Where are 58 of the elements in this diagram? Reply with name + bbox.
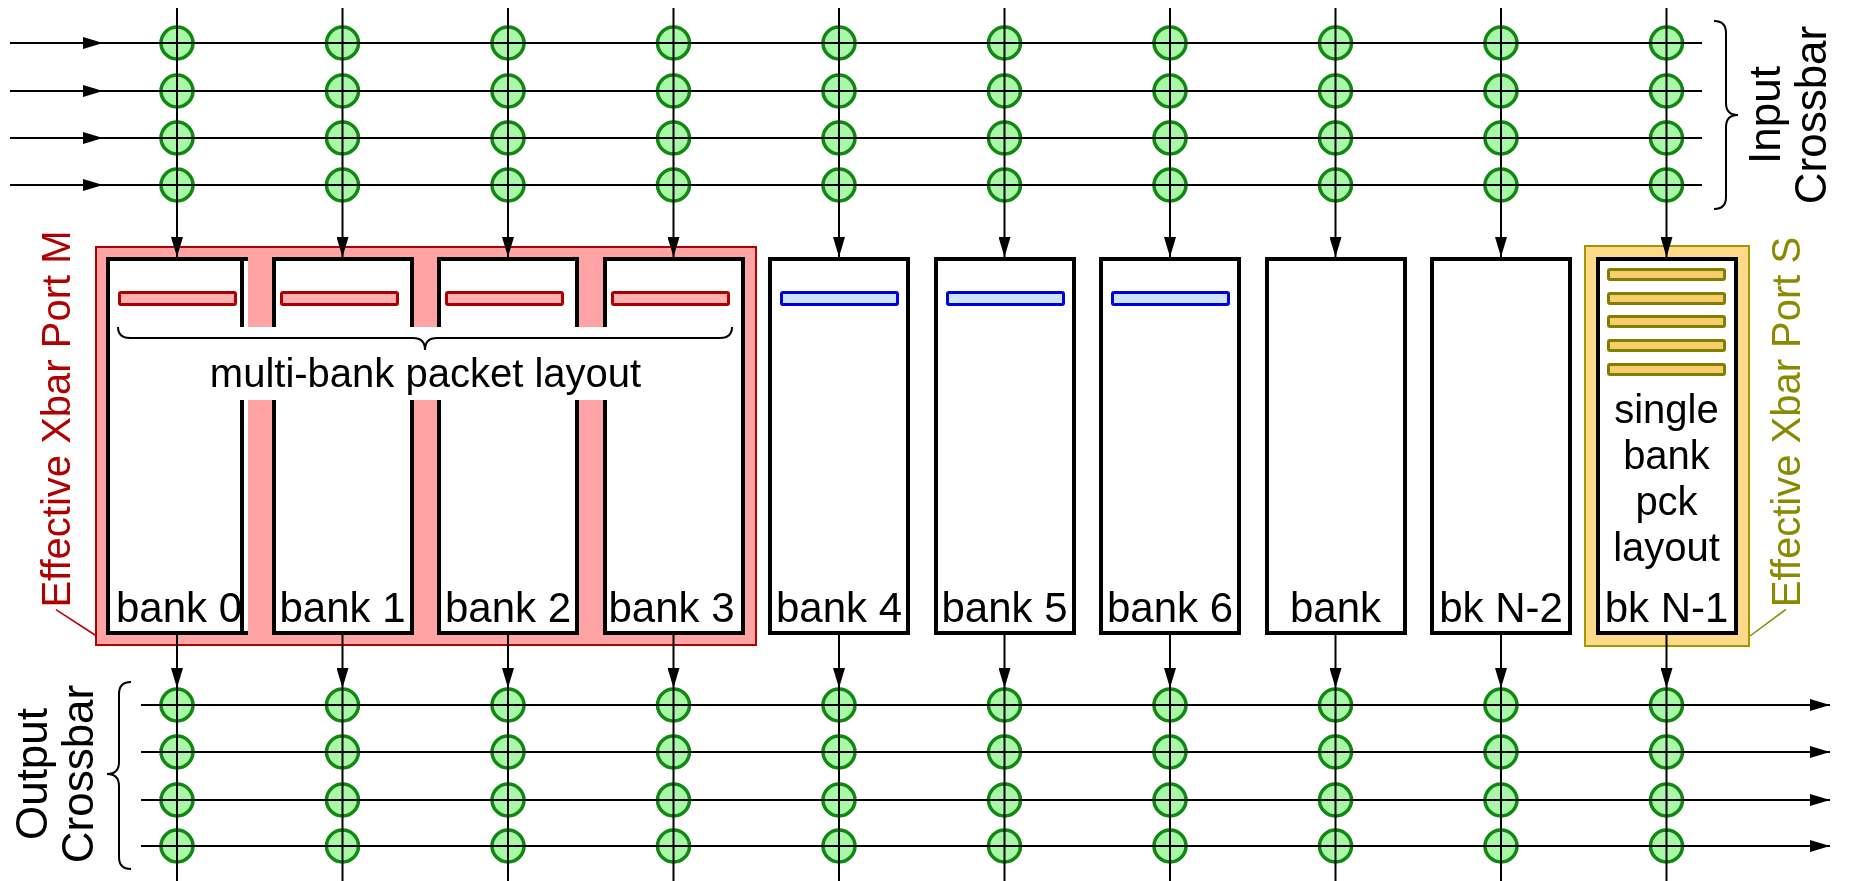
arrow [1164,7,1176,258]
packet-bar [610,291,730,306]
arrow [502,634,514,689]
memory-bank-box [768,257,910,635]
port-label: Effective Xbar Port M [34,230,78,608]
brace-label: multi-bank packet layout [209,353,642,393]
packet-bar [1607,292,1726,305]
packet-bar [1111,291,1230,306]
packet-bar [780,291,899,306]
crossbar-label: Output Crossbar [9,683,101,866]
arrow [336,7,349,258]
packet-bar [1607,315,1726,328]
arrow [667,634,680,689]
leader-line [55,608,96,636]
bank-label: bank 2 [443,587,573,629]
arrow [667,7,680,258]
memory-bank-box [1430,257,1572,635]
memory-bank-box [1099,257,1241,635]
arrow [1660,634,1673,689]
arrow [1329,634,1342,689]
bank-label: bk N-1 [1603,587,1730,629]
port-label: Effective Xbar Port S [1764,236,1808,608]
bank-label: bank [1288,587,1383,629]
packet-bar [279,291,399,306]
arrow [336,634,349,689]
layout-note: single bank pck layout [1612,386,1721,570]
arrow [171,634,183,689]
port-group-box [95,246,757,646]
packet-bar [1607,363,1726,376]
bank-label: bank 1 [278,587,407,629]
arrow [1329,7,1342,258]
arrow [1495,634,1507,689]
bank-label: bank 6 [1105,587,1235,629]
leader-line [1749,608,1787,637]
arrow [1660,7,1673,258]
bank-label: bk N-2 [1438,587,1564,629]
arrow [502,7,514,258]
arrow [998,634,1011,689]
packet-bar [118,291,237,306]
memory-bank-box [1595,257,1738,635]
memory-bank-box [1264,257,1407,635]
arrow [998,7,1011,258]
packet-bar [445,291,564,306]
packet-bar [945,291,1065,306]
bank-label: bank 4 [774,587,904,629]
memory-bank-box [933,257,1076,635]
arrow [171,7,183,258]
bank-label: bank 3 [607,587,736,629]
port-group-box [1584,245,1750,647]
arrow [833,634,845,689]
arrow [1164,634,1176,689]
packet-bar [1607,339,1726,352]
arrow [833,7,845,258]
bank-label: bank 0 [114,587,244,629]
packet-bar [1607,268,1726,281]
crossbar-label: Input Crossbar [1742,24,1834,207]
bank-label: bank 5 [940,587,1069,629]
arrow [1495,7,1507,258]
